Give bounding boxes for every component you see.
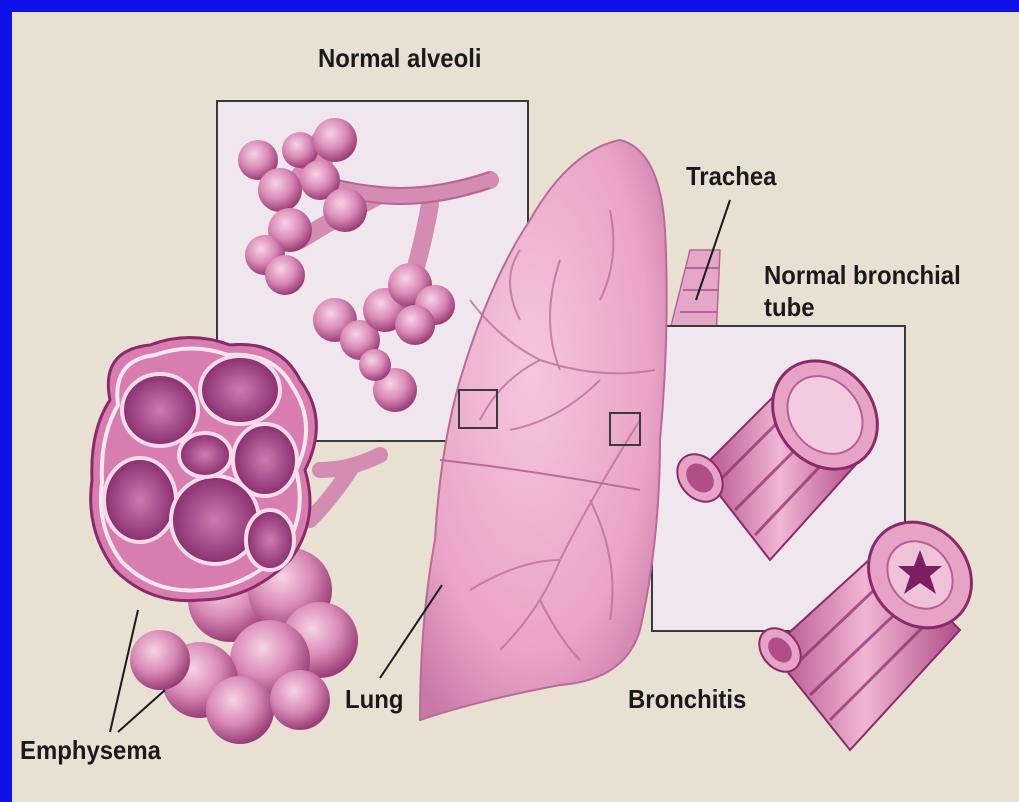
diagram-canvas <box>12 12 1019 802</box>
label-bronchitis: Bronchitis <box>628 686 746 713</box>
label-emphysema: Emphysema <box>20 737 161 764</box>
emphysema-cavities <box>104 356 297 570</box>
label-lung: Lung <box>345 686 403 713</box>
label-normal-bronchial-line2: tube <box>764 294 814 321</box>
label-normal-bronchial-line1: Normal bronchial <box>764 262 961 289</box>
label-normal-alveoli: Normal alveoli <box>318 45 482 72</box>
label-trachea: Trachea <box>686 163 776 190</box>
lung-illustration <box>12 12 1019 802</box>
